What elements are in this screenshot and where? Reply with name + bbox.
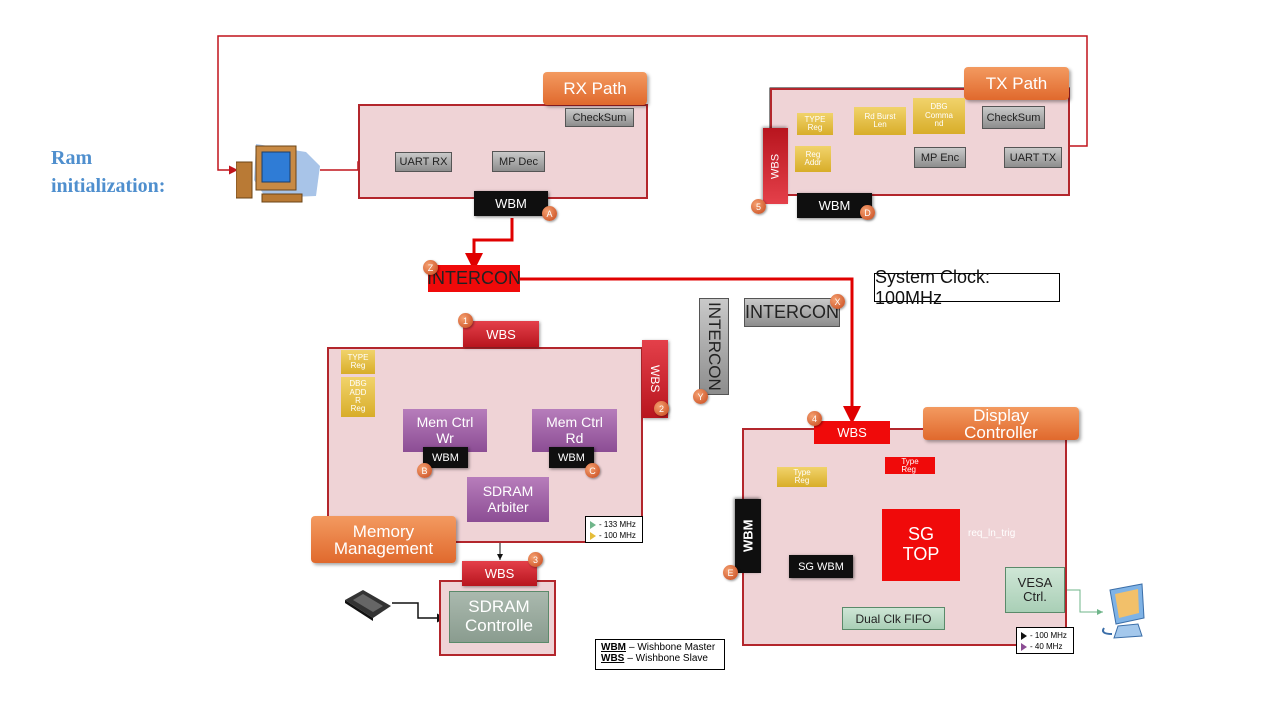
badge-4: 4: [807, 411, 822, 426]
mem-clock-legend: - 133 MHz - 100 MHz: [585, 516, 643, 543]
legend-wbm-abbr: WBM: [601, 642, 626, 653]
badge-d: D: [860, 205, 875, 220]
mem-wbs-top: WBS: [463, 321, 539, 347]
mem-ctrl-wr: Mem Ctrl Wr: [403, 409, 487, 452]
badge-b: B: [417, 463, 432, 478]
badge-y: Y: [693, 389, 708, 404]
clock-133-marker: [590, 520, 596, 529]
mp-dec-block: MP Dec: [492, 151, 545, 172]
tx-path-title: TX Path: [964, 67, 1069, 100]
badge-5: 5: [751, 199, 766, 214]
dual-clk-fifo-block: Dual Clk FIFO: [842, 607, 945, 630]
tx-checksum-block: CheckSum: [982, 106, 1045, 129]
mp-enc-block: MP Enc: [914, 147, 966, 168]
legend-wbs-text: – Wishbone Slave: [627, 653, 708, 664]
badge-z: Z: [423, 260, 438, 275]
rx-wbm-block: WBM: [474, 191, 548, 216]
display-wbm: WBM: [735, 499, 761, 573]
display-title: Display Controller: [923, 407, 1079, 441]
rx-path-title: RX Path: [543, 72, 647, 105]
display-type-reg-yellow: Type Reg: [777, 467, 827, 487]
sg-top-block: SG TOP: [882, 509, 960, 581]
display-legend-40: - 40 MHz: [1030, 642, 1063, 651]
legend-wbm-text: – Wishbone Master: [629, 642, 716, 653]
rx-checksum-block: CheckSum: [565, 108, 634, 127]
intercon-x-block: INTERCON: [744, 298, 840, 327]
wishbone-legend: WBM – Wishbone Master WBS – Wishbone Sla…: [595, 639, 725, 670]
rd-burst-len: Rd Burst Len: [854, 107, 906, 135]
ram-init-label: Ram initialization:: [51, 144, 165, 200]
ram-init-line1: Ram: [51, 147, 93, 169]
sdram-wbs: WBS: [462, 561, 537, 586]
sg-wbm-block: SG WBM: [789, 555, 853, 578]
badge-c: C: [585, 463, 600, 478]
mem-legend-100: - 100 MHz: [599, 531, 636, 540]
badge-x: X: [830, 294, 845, 309]
clock-100-marker: [590, 531, 596, 540]
system-clock-label: System Clock: 100MHz: [874, 267, 1060, 308]
mem-legend-133: - 133 MHz: [599, 520, 636, 529]
computer-icon: [236, 144, 320, 203]
ram-init-line2: initialization:: [51, 175, 166, 197]
tx-wbm-block: WBM: [797, 193, 872, 218]
legend-wbs-abbr: WBS: [601, 653, 625, 664]
req-ln-trig-label: req_ln_trig: [968, 528, 1016, 539]
sdram-arbiter: SDRAM Arbiter: [467, 477, 549, 522]
badge-a: A: [542, 206, 557, 221]
sdram-controller: SDRAM Controlle: [449, 591, 549, 643]
badge-2: 2: [654, 401, 669, 416]
clock-100-marker: [1021, 631, 1027, 640]
mem-ctrl-rd: Mem Ctrl Rd: [532, 409, 617, 452]
uart-rx-block: UART RX: [395, 152, 452, 172]
mem-dbg-addr-reg: DBG ADD R Reg: [341, 377, 375, 417]
monitor-icon: [1102, 583, 1145, 639]
badge-1: 1: [458, 313, 473, 328]
intercon-y-block: INTERCON: [699, 298, 729, 395]
badge-3: 3: [528, 552, 543, 567]
mem-type-reg: TYPE Reg: [341, 350, 375, 374]
display-legend-100: - 100 MHz: [1030, 631, 1067, 640]
intercon-z-block: INTERCON: [427, 265, 521, 292]
memory-title: Memory Management: [311, 516, 456, 563]
mem-wbm-c: WBM: [549, 447, 594, 468]
mem-wbm-b: WBM: [423, 447, 468, 468]
tx-wbs-block: WBS: [763, 128, 788, 204]
mem-wbs-right: WBS: [642, 340, 668, 418]
display-type-reg-red: Type Reg: [885, 457, 935, 474]
vesa-ctrl-block: VESA Ctrl.: [1005, 567, 1065, 613]
sdram-chip-icon: [345, 590, 391, 621]
display-wbs: WBS: [814, 421, 890, 444]
clock-40-marker: [1021, 642, 1027, 651]
badge-e: E: [723, 565, 738, 580]
reg-addr: Reg Addr: [795, 146, 831, 172]
display-clock-legend: - 100 MHz - 40 MHz: [1016, 627, 1074, 654]
tx-type-reg: TYPE Reg: [797, 113, 833, 135]
uart-tx-block: UART TX: [1004, 147, 1062, 168]
dbg-command: DBG Comma nd: [913, 98, 965, 134]
